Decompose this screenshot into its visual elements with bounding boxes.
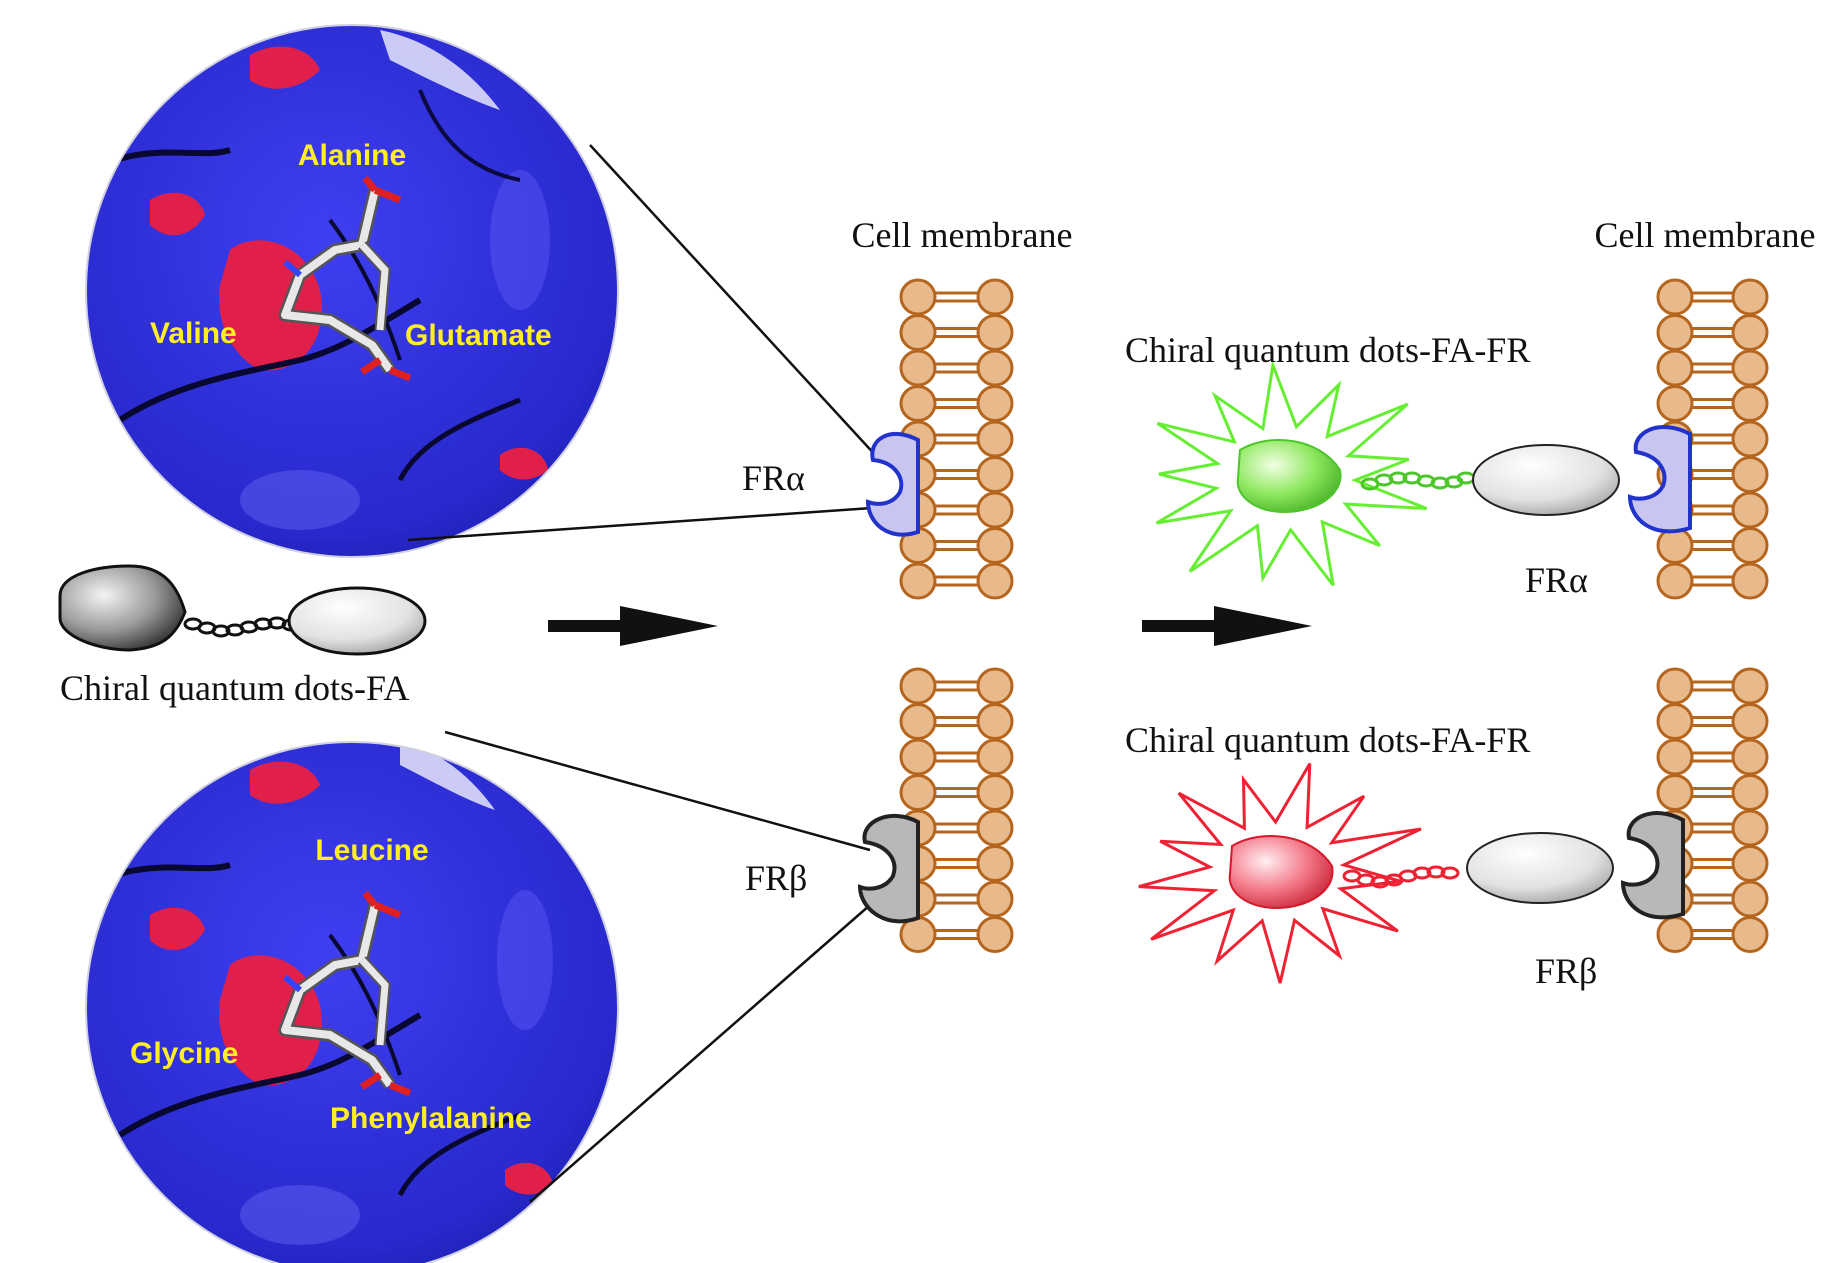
lipid-head <box>899 314 937 351</box>
lipid-head <box>1656 349 1694 387</box>
lipid-head <box>976 667 1014 705</box>
lipid-head <box>1656 385 1694 422</box>
lipid-head <box>899 774 937 811</box>
lipid-head <box>899 385 937 422</box>
lipid-head <box>1656 278 1694 316</box>
lipid-head <box>976 527 1014 564</box>
complex-beta <box>1138 762 1614 984</box>
lipid-head <box>976 314 1014 351</box>
lipid-head <box>1731 845 1769 882</box>
probe-label: Chiral quantum dots-FA <box>60 668 409 708</box>
residue-label: Valine <box>150 317 237 350</box>
fr-alpha-label-text: FRα <box>742 458 805 498</box>
lipid-head <box>899 349 937 387</box>
lipid-head <box>1731 491 1769 529</box>
arrow-right-icon <box>548 606 718 646</box>
lipid-head <box>1656 703 1694 740</box>
cell-membrane-label: Cell membrane <box>852 215 1073 255</box>
lipid-head <box>1656 667 1694 705</box>
fr-alpha-label: FRα <box>1525 560 1588 600</box>
lipid-head <box>976 703 1014 740</box>
fr-beta-label: FRβ <box>1535 951 1597 991</box>
lipid-head <box>976 278 1014 316</box>
lipid-head <box>899 562 937 600</box>
fr-alpha-label: FRα <box>742 458 805 498</box>
residue-label: Leucine <box>315 834 428 867</box>
lipid-head <box>899 703 937 740</box>
lipid-head <box>1656 562 1694 600</box>
fr-beta-label-text: FRβ <box>745 858 807 898</box>
lipid-head <box>976 385 1014 422</box>
lipid-head <box>1731 703 1769 740</box>
lipid-head <box>1731 456 1769 493</box>
lipid-head <box>899 667 937 705</box>
lipid-head <box>976 456 1014 493</box>
fr-beta-receptor <box>857 813 920 924</box>
fr-alpha-receptor <box>865 432 920 537</box>
lipid-head <box>1731 562 1769 600</box>
lipid-head <box>976 491 1014 529</box>
lipid-head <box>976 916 1014 953</box>
lipid-head <box>1731 667 1769 705</box>
lipid-head <box>1656 916 1694 953</box>
protein-pocket-top: Alanine Valine Glutamate <box>85 24 619 558</box>
residue-label: Glycine <box>130 1037 238 1070</box>
complex-label: Chiral quantum dots-FA-FR <box>1125 330 1530 370</box>
lipid-head <box>1731 880 1769 918</box>
lipid-head <box>1731 527 1769 564</box>
lipid-head <box>1656 314 1694 351</box>
lipid-head <box>976 774 1014 811</box>
lipid-head <box>976 880 1014 918</box>
lipid-head <box>1656 774 1694 811</box>
lipid-head <box>1731 349 1769 387</box>
lipid-head <box>976 562 1014 600</box>
lipid-head <box>1731 774 1769 811</box>
fr-alpha-receptor <box>1627 425 1692 534</box>
arrow-right-icon <box>1142 606 1312 646</box>
lipid-head <box>1656 738 1694 776</box>
quantum-dot-icon <box>58 564 427 656</box>
lipid-head <box>976 845 1014 882</box>
cell-membrane-label: Cell membrane <box>1595 215 1816 255</box>
lipid-head <box>1731 738 1769 776</box>
lipid-head <box>1731 809 1769 847</box>
fr-beta-label: FRβ <box>745 858 807 898</box>
fr-beta-receptor <box>1620 811 1685 920</box>
cell-membranes <box>899 278 1769 953</box>
lipid-head <box>899 738 937 776</box>
lipid-head <box>1656 527 1694 564</box>
protein-pocket-bottom: Leucine Glycine Phenylalanine <box>85 741 619 1263</box>
zoom-lines <box>407 144 879 1203</box>
lipid-head <box>1731 314 1769 351</box>
residue-label: Phenylalanine <box>330 1102 532 1135</box>
complex-label: Chiral quantum dots-FA-FR <box>1125 720 1530 760</box>
lipid-head <box>976 738 1014 776</box>
folate-receptor-icon <box>857 425 1692 924</box>
residue-label: Glutamate <box>405 319 552 352</box>
lipid-head <box>976 420 1014 458</box>
lipid-head <box>1731 916 1769 953</box>
fr-beta-label-text: FRβ <box>1535 951 1597 991</box>
fr-alpha-label-text: FRα <box>1525 560 1588 600</box>
residue-label: Alanine <box>298 139 406 172</box>
lipid-head <box>1731 385 1769 422</box>
lipid-head <box>976 809 1014 847</box>
lipid-head <box>1731 420 1769 458</box>
lipid-head <box>899 278 937 316</box>
complex-alpha <box>1155 359 1620 587</box>
lipid-head <box>976 349 1014 387</box>
lipid-head <box>1731 278 1769 316</box>
